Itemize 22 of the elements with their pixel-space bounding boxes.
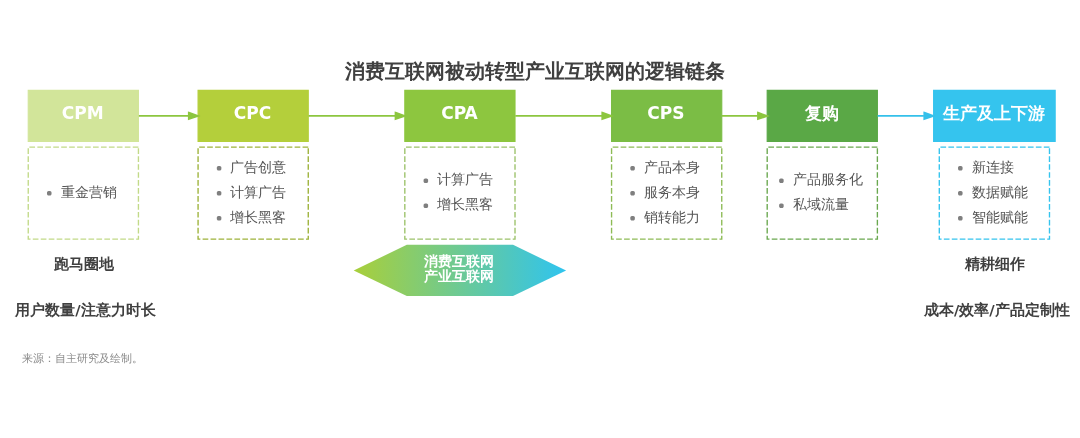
node-box: CPM <box>27 89 139 143</box>
label: 精耕细作 <box>964 254 1025 272</box>
node-box: 重金营销 <box>27 146 140 240</box>
node-box: 生产及上下游 <box>933 89 1056 143</box>
node-box: CPC <box>197 89 309 143</box>
node-box: 广告创意 计算广告 增长黑客 <box>197 146 309 240</box>
label: 用户数量/注意力时长 <box>15 301 156 319</box>
label: 跑马圈地 <box>53 254 114 272</box>
label: 成本/效率/产品定制性 <box>923 301 1070 319</box>
node-box: 新连接 数据赋能 智能赋能 <box>938 146 1051 240</box>
arrow <box>514 111 615 121</box>
diagram-title: 消费互联网被动转型产业互联网的逻辑链条 <box>345 59 726 84</box>
arrow <box>307 111 408 121</box>
node-box: CPA <box>404 89 516 143</box>
label: 来源：自主研究及绘制。 <box>22 350 143 365</box>
node-box: CPS <box>611 89 723 143</box>
node-box: 产品本身 服务本身 销转能力 <box>610 146 723 240</box>
node-box: 产品服务化 私域流量 <box>766 146 879 240</box>
node-box: 计算广告 增长黑客 <box>404 146 516 240</box>
arrow <box>720 111 770 121</box>
node-box: 复购 <box>766 89 878 143</box>
arrow <box>137 111 201 121</box>
